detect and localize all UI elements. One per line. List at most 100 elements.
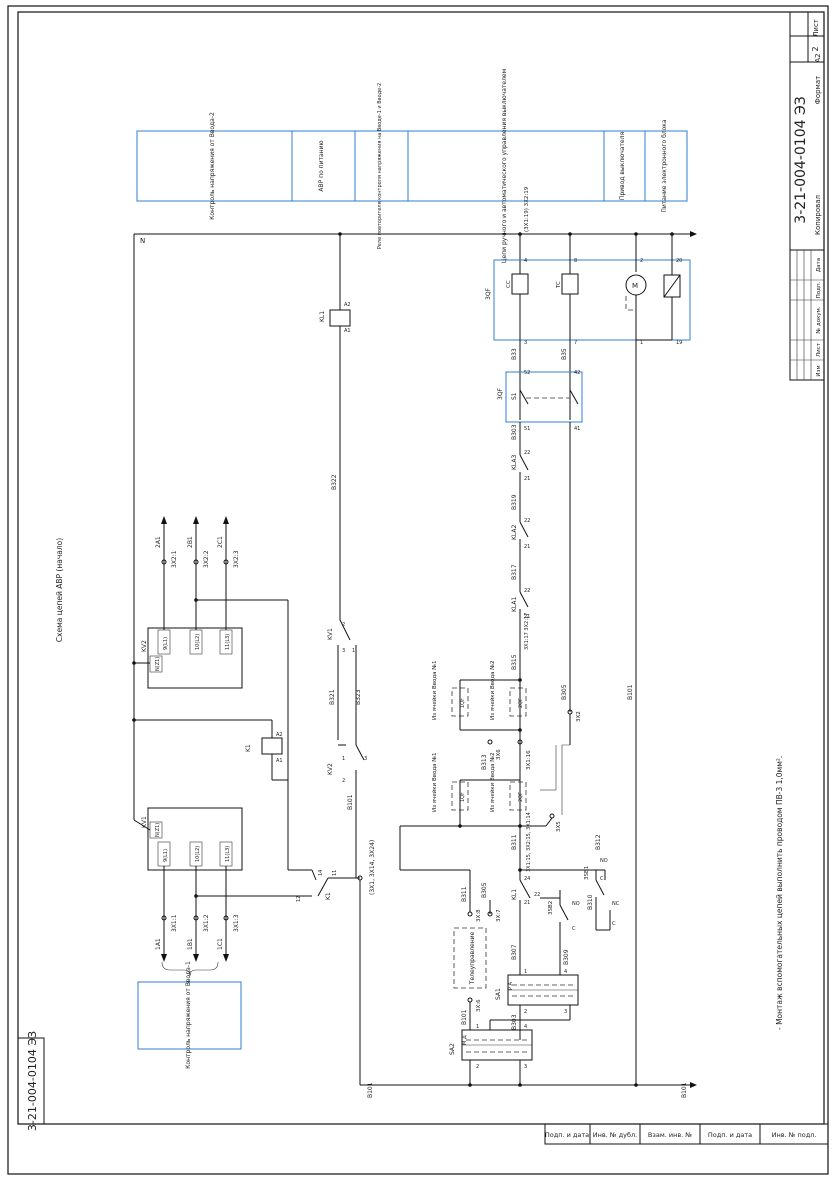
term-3x6: 3X6	[496, 749, 502, 760]
sheet-number: 2	[811, 46, 820, 51]
wire-b311-b: B311	[461, 886, 468, 902]
s1-pin-52: 52	[524, 370, 530, 376]
kl1-contact-label: KL1	[511, 889, 518, 900]
s1-pin-41: 41	[574, 426, 580, 432]
sheet-border	[7, 5, 829, 1175]
s1-pin-42: 42	[574, 370, 580, 376]
wire-b307: B307	[511, 944, 518, 960]
kv1-pin-1: 1	[352, 648, 355, 654]
kl1-a1: A1	[344, 328, 351, 334]
sa2-pin-2: 2	[476, 1064, 479, 1070]
sb2-label: 3SB2	[548, 901, 554, 915]
sb1-label: 3SB1	[584, 866, 590, 880]
relay-k1-coil	[261, 737, 283, 755]
diagram-title: Схема цепей АВР (начало)	[55, 538, 64, 642]
k1-pin-11: 11	[332, 870, 338, 876]
sa1-label: SA1	[495, 988, 502, 1000]
wire-n-label: N	[140, 237, 145, 245]
term-3x2-2: 3X2:2	[203, 550, 210, 568]
wire-b321: B321	[329, 689, 336, 705]
term-3x6-lower: 3X:6	[476, 999, 482, 1012]
kv2-in-3: 11(L3)	[225, 634, 231, 650]
term-3x7: 3X:7	[496, 909, 502, 922]
sheet-label: Лист	[812, 19, 820, 37]
sa1-pin-2: 2	[524, 1009, 527, 1015]
m-pin-1: 1	[640, 340, 643, 346]
term-3x2-1: 3X2:1	[171, 550, 178, 568]
kla3-pin-21: 21	[524, 476, 530, 482]
qf-label: 3QF	[485, 287, 492, 300]
phase-2b1: 2B1	[187, 536, 194, 548]
block-breaker-drive: Привод выключателя	[619, 132, 626, 201]
term-3x1-3: 3X1:3	[233, 914, 240, 932]
sa2-md: M Д	[462, 1035, 468, 1045]
kv2-label: KV2	[141, 640, 148, 652]
k1-a1: A1	[276, 758, 283, 764]
sb2-no: NO	[572, 901, 580, 907]
sb2-c: C	[572, 926, 576, 932]
kl1-pin-24: 24	[524, 876, 530, 882]
s1-pin-51: 51	[524, 426, 530, 432]
wire-b319: B319	[511, 494, 518, 510]
telecontrol-box	[453, 927, 487, 989]
wire-b310: B310	[587, 894, 594, 910]
term-3x1-16: 3X1:16	[526, 750, 532, 770]
kla1-label: KLA1	[511, 596, 518, 612]
switch-sa2: SA2 M Д 1 4 2 3	[449, 1024, 533, 1087]
sb1-c2: C	[612, 921, 616, 927]
cell1-lower: Из ячейки Ввода №1	[431, 753, 438, 812]
input2-phases: 2A1 2B1 2C1 3X2:1 3X2:2 3X2:3	[155, 516, 240, 630]
kl1-a2: A2	[344, 302, 351, 308]
block-avr-power: АВР по питанию	[318, 140, 325, 191]
side-stamp-3: Взам. инв. №	[648, 1131, 692, 1139]
kv2-in-2: 10(L2)	[195, 634, 201, 650]
bus-arrow-bottom-icon	[690, 1082, 697, 1088]
wire-b312: B312	[595, 834, 602, 850]
kl1-contact: KL1 24 21 22 B307	[511, 876, 540, 975]
qf1-upper: 1QF	[460, 698, 466, 708]
phase-1c1: 1C1	[217, 938, 224, 950]
side-stamp: Подп. и дата Инв. № дубл. Взам. инв. № П…	[544, 1123, 829, 1145]
wire-b35: B35	[561, 348, 568, 360]
kla1-pin-22: 22	[524, 588, 530, 594]
kl1-pin-22: 22	[534, 892, 540, 898]
wire-b101-label-2: B101	[681, 1082, 688, 1098]
kv2-pin-1: 1	[342, 756, 345, 762]
wire-b309: B309	[563, 949, 570, 965]
input1-control-block	[137, 981, 242, 1050]
coil-cc	[511, 273, 529, 295]
input1-brace	[161, 961, 219, 977]
k1-pin-12: 12	[296, 896, 302, 902]
kv2-n: N(Z1)	[155, 657, 161, 671]
doc-code: 3-21-004-0104 ЭЗ	[793, 96, 809, 223]
wire-b101-label-1: B101	[367, 1082, 374, 1098]
drawing-frame	[17, 11, 825, 1125]
wire-b101-tele: B101	[461, 1009, 468, 1025]
side-stamp-5: Инв. № подл.	[772, 1131, 817, 1139]
format-value: А2	[814, 53, 822, 62]
kl1-label: KL1	[319, 311, 326, 322]
phase-2c1: 2C1	[217, 536, 224, 548]
wire-b323: B323	[355, 689, 362, 705]
m-label: M	[632, 282, 638, 290]
wire-b305-top: B305	[561, 684, 568, 700]
block-electronic-supply: Питание электронного блока	[661, 119, 668, 212]
wire-b303-low: B303	[511, 1014, 518, 1030]
sa1-pa: P A	[508, 981, 514, 990]
sa2-label: SA2	[449, 1043, 456, 1055]
cc-pin-3: 3	[524, 340, 527, 346]
k1-pin-14: 14	[318, 870, 324, 876]
tc-pin-8: 8	[574, 258, 577, 264]
switch-sa1: SA1 P A 1 4 2 3 B303	[489, 969, 579, 1040]
breaker-3qf-box	[493, 259, 691, 341]
kv1-pin-3: 3	[342, 648, 345, 654]
copied-label: Копировал	[814, 195, 822, 235]
stamp-col-2: № докум.	[816, 306, 822, 333]
block-breaker-control: Цепи ручного и автоматического управлени…	[501, 69, 508, 263]
qf-group-lower: 1QF 2QF Из ячейки Ввода №1 Из ячейки Вво…	[400, 753, 562, 832]
kv2-contact: KV2 1 3 2 B101	[327, 744, 367, 878]
relay-kl1-coil	[329, 309, 351, 327]
sb1-c: C	[600, 876, 604, 882]
